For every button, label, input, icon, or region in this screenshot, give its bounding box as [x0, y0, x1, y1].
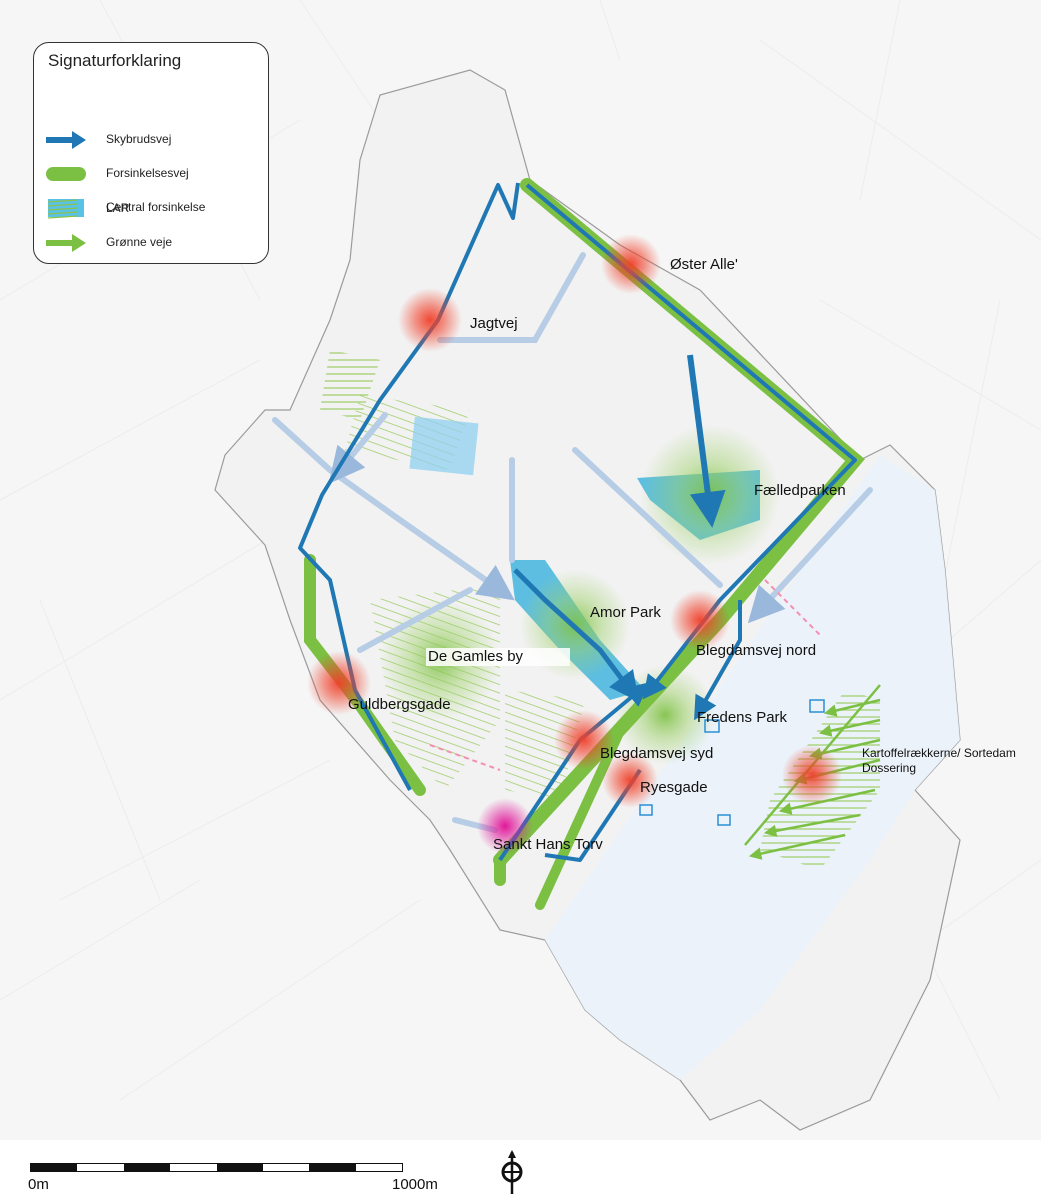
label-sankt-hans-torv: Sankt Hans Torv [493, 836, 603, 853]
map-area[interactable]: Øster Alle' Jagtvej Fælledparken Amor Pa… [0, 0, 1041, 1140]
green-bar-icon [46, 167, 86, 181]
hotspot-oster-alle [601, 234, 661, 294]
hotspot-guldbergsgade [307, 651, 371, 715]
label-oster-alle: Øster Alle' [670, 256, 738, 273]
hatch-icon [47, 199, 79, 219]
scale-end-label: 1000m [392, 1176, 438, 1193]
scale-bar [30, 1163, 403, 1172]
central-forsinkelse-north [409, 416, 479, 476]
hotspot-jagtvej [398, 288, 462, 352]
legend-title: Signaturforklaring [48, 51, 182, 70]
map-canvas[interactable] [0, 0, 1041, 1140]
label-faelledparken: Fælledparken [754, 482, 846, 499]
label-blegdamsvej-syd: Blegdamsvej syd [600, 745, 714, 762]
label-fredens-park: Fredens Park [697, 709, 788, 726]
hotspot-kartoffel [782, 745, 842, 805]
legend-item-lar: LAR [44, 199, 264, 256]
label-amor-park: Amor Park [590, 604, 661, 621]
legend-label-gronne-veje: Grønne veje [106, 235, 173, 249]
blue-arrow-icon [46, 131, 86, 149]
legend-item-central-forsinkelse: Central forsinkelse [44, 195, 264, 221]
label-jagtvej: Jagtvej [470, 315, 518, 332]
green-arrow-icon [46, 234, 86, 252]
label-de-gamles-by: De Gamles by [426, 648, 570, 666]
label-ryesgade: Ryesgade [640, 779, 708, 796]
label-kartoffelraekkerne: Kartoffelrækkerne/ Sortedam Dossering [862, 746, 1016, 775]
hotspot-ryesgade [602, 752, 658, 808]
legend-label-forsinkelsesvej: Forsinkelsesvej [106, 166, 189, 180]
legend-item-gronne-veje: Grønne veje [44, 230, 264, 256]
lar-area-west [320, 350, 380, 420]
hotspot-sankt-hans [477, 798, 533, 854]
north-arrow-icon [501, 1150, 523, 1194]
label-blegdamsvej-nord: Blegdamsvej nord [696, 642, 817, 659]
legend-item-forsinkelsesvej: Forsinkelsesvej [44, 161, 264, 187]
secondary-flow-arrows [272, 252, 873, 833]
lake-area [545, 455, 960, 1080]
scale-start-label: 0m [28, 1176, 49, 1193]
legend: Signaturforklaring Skybrudsvej Forsinkel… [33, 42, 269, 264]
legend-label-central-forsinkelse: Central forsinkelse [106, 200, 206, 214]
legend-label-lar: LAR [106, 201, 130, 215]
hotspot-blegdamsvej-nord [670, 590, 730, 650]
pink-dashed-line [429, 579, 821, 771]
legend-item-skybrudsvej: Skybrudsvej [44, 127, 264, 153]
hotspot-blegdamsvej-syd [554, 710, 614, 770]
label-guldbergsgade: Guldbergsgade [348, 696, 451, 713]
legend-label-skybrudsvej: Skybrudsvej [106, 132, 172, 146]
lake-markers [639, 699, 825, 826]
